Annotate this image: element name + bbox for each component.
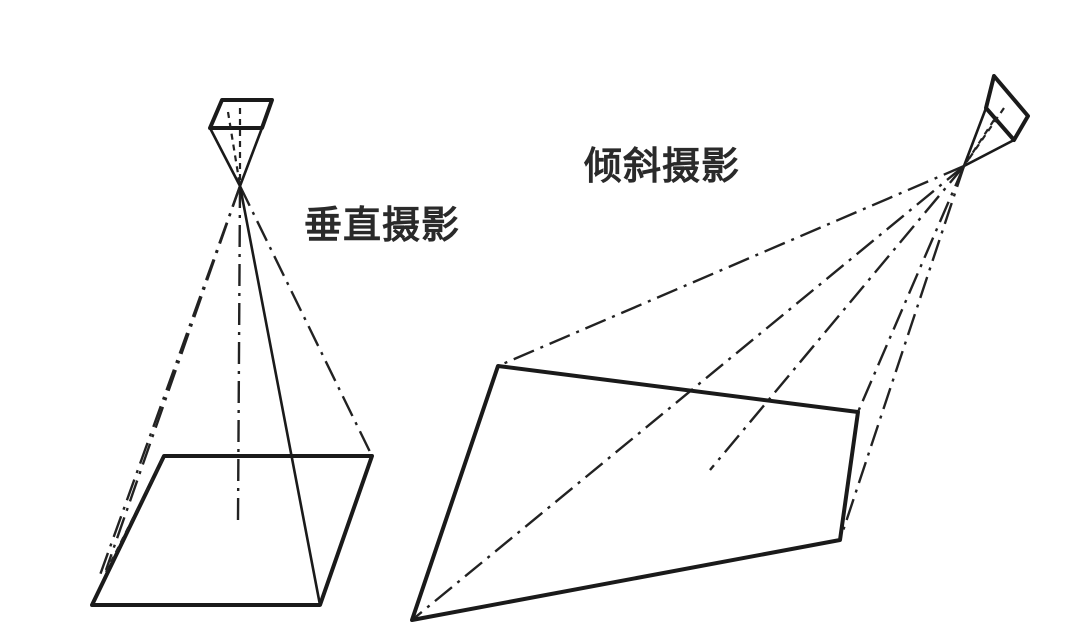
vertical-photography <box>90 98 374 607</box>
vertical-camera <box>208 98 274 188</box>
oblique-photography-label: 倾斜摄影 <box>584 143 741 188</box>
oblique-ground-footprint <box>410 364 860 622</box>
oblique-photography <box>410 74 1030 622</box>
vertical-ground-footprint <box>90 454 374 607</box>
vertical-photography-label: 垂直摄影 <box>304 202 461 247</box>
vertical-projection-rays <box>98 184 374 607</box>
oblique-projection-rays <box>411 164 966 621</box>
oblique-camera <box>962 74 1030 168</box>
